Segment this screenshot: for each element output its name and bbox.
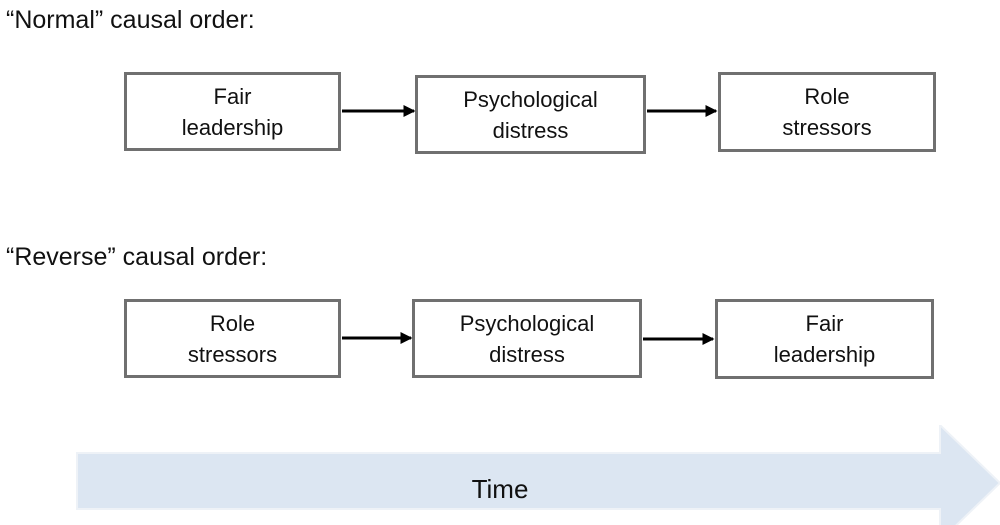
box-label-line2: stressors: [782, 115, 872, 140]
normal-box-role-stressors: Role stressors: [718, 72, 936, 152]
box-label-line2: distress: [489, 341, 565, 367]
reverse-box-psychological-distress: Psychological distress: [412, 299, 642, 378]
connector-arrows: [342, 105, 718, 345]
normal-box-psychological-distress: Psychological distress: [415, 75, 646, 154]
box-label-line1: Fair: [213, 83, 252, 109]
normal-box-fair-leadership: Fair leadership: [124, 72, 341, 151]
normal-order-heading: “Normal” causal order:: [6, 6, 255, 34]
time-arrow: [76, 425, 1000, 525]
box-label-line2: leadership: [181, 114, 284, 140]
box-label-line1: Psychological: [459, 310, 595, 336]
reverse-order-heading: “Reverse” causal order:: [6, 243, 268, 271]
box-label-line1: Role: [209, 310, 256, 336]
box-label-line1: Psychological: [463, 86, 598, 112]
reverse-box-role-stressors: Role stressors: [124, 299, 341, 378]
box-label-line1: Role: [804, 84, 850, 109]
box-label-line2: stressors: [187, 341, 278, 367]
box-label-line2: leadership: [773, 342, 876, 367]
box-label-line2: distress: [492, 117, 569, 143]
box-label-line1: Fair: [805, 311, 844, 336]
time-label: Time: [471, 474, 529, 504]
reverse-box-fair-leadership: Fair leadership: [715, 299, 934, 379]
